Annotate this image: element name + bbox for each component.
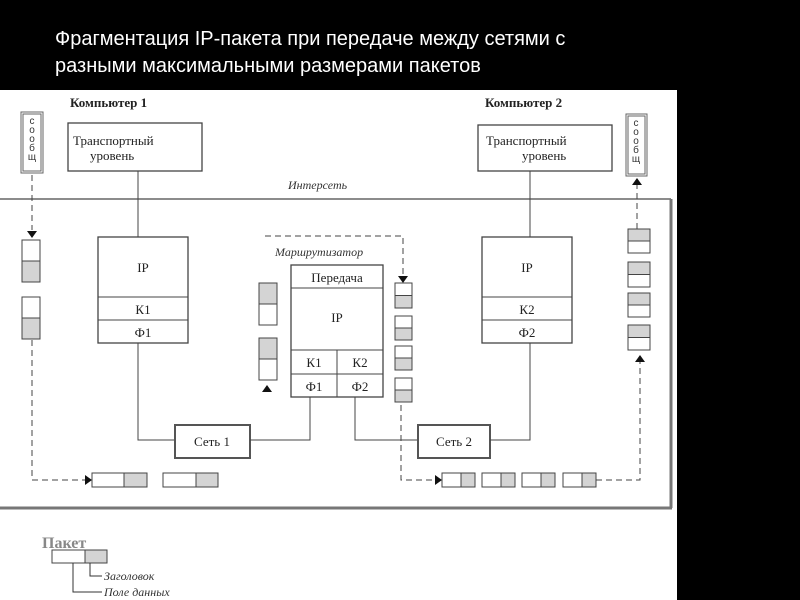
- router-k1-label: К1: [306, 355, 321, 370]
- computer2-ip-stack: IP К2 Ф2: [481, 236, 573, 344]
- packet: [627, 324, 651, 351]
- arrowhead-right-icon: [85, 475, 92, 485]
- forwarding-label: Передача: [311, 270, 363, 285]
- network1-label: Сеть 1: [194, 434, 230, 449]
- router-box: Передача IP К1 К2 Ф1 Ф2: [290, 264, 384, 398]
- packet: [627, 228, 651, 254]
- legend-header: [84, 549, 108, 564]
- message-text: сообщ: [631, 118, 642, 164]
- computer2-message: сообщ: [625, 113, 648, 177]
- computer1-ip-stack: IP К1 Ф1: [97, 236, 189, 344]
- computer2-label: Компьютер 2: [485, 95, 562, 110]
- f1-label: Ф1: [135, 325, 152, 340]
- arrowhead-down-icon: [398, 276, 408, 283]
- transport-label: уровень: [522, 148, 566, 163]
- computer1-label: Компьютер 1: [70, 95, 147, 110]
- link-line: [137, 343, 175, 441]
- internet-label: Интерсеть: [287, 178, 348, 192]
- k2-label: К2: [519, 302, 534, 317]
- computer1-message: сообщ: [20, 111, 44, 174]
- link-line: [490, 343, 531, 441]
- packet: [562, 472, 597, 488]
- packet: [162, 472, 219, 488]
- packet: [258, 337, 278, 381]
- arrowhead-up-icon: [632, 178, 642, 185]
- k1-label: К1: [135, 302, 150, 317]
- legend: Пакет Заголовок Поле данных: [42, 535, 170, 599]
- link-line: [354, 397, 418, 441]
- arrowhead-up-icon: [635, 355, 645, 362]
- slide-title-line2: разными максимальными размерами пакетов: [55, 55, 481, 77]
- f2-label: Ф2: [519, 325, 536, 340]
- slide-title-line1: Фрагментация IP-пакета при передаче межд…: [55, 28, 566, 50]
- legend-data-field: [51, 549, 86, 564]
- dashed-flow-line: [265, 235, 404, 278]
- arrowhead-up-icon: [262, 385, 272, 392]
- packet: [21, 239, 41, 283]
- message-text: сообщ: [27, 116, 38, 162]
- dashed-flow-line: [596, 362, 641, 481]
- packet: [394, 315, 413, 341]
- packet: [627, 292, 651, 318]
- network2-box: Сеть 2: [417, 424, 491, 459]
- dashed-flow-line: [31, 340, 86, 481]
- router-f1-label: Ф1: [306, 379, 323, 394]
- legend-data-field-label: Поле данных: [103, 585, 170, 599]
- computer1-transport-layer: Транспортный уровень: [67, 122, 203, 172]
- link-line: [250, 397, 311, 441]
- packet: [481, 472, 516, 488]
- packet: [441, 472, 476, 488]
- packet: [627, 261, 651, 288]
- network1-box: Сеть 1: [174, 424, 251, 459]
- legend-title: Пакет: [42, 535, 86, 552]
- arrowhead-right-icon: [435, 475, 442, 485]
- packet: [394, 345, 413, 371]
- router-f2-label: Ф2: [352, 379, 369, 394]
- transport-label: Транспортный: [486, 133, 567, 148]
- router-k2-label: К2: [352, 355, 367, 370]
- transport-label: Транспортный: [73, 133, 154, 148]
- slide-title: Фрагментация IP-пакета при передаче межд…: [55, 26, 565, 80]
- packet: [521, 472, 556, 488]
- ip-label: IP: [137, 260, 149, 275]
- legend-header-label: Заголовок: [104, 569, 155, 583]
- dashed-flow-line: [400, 405, 436, 481]
- packet: [91, 472, 148, 488]
- packet: [21, 296, 41, 340]
- network2-label: Сеть 2: [436, 434, 472, 449]
- packet: [394, 377, 413, 403]
- transport-label: уровень: [90, 148, 134, 163]
- ip-label: IP: [521, 260, 533, 275]
- packet: [258, 282, 278, 326]
- computer2-transport-layer: Транспортный уровень: [477, 124, 613, 172]
- packet: [394, 282, 413, 309]
- router-label: Маршрутизатор: [274, 245, 363, 259]
- router-ip-label: IP: [331, 310, 343, 325]
- arrowhead-down-icon: [27, 231, 37, 238]
